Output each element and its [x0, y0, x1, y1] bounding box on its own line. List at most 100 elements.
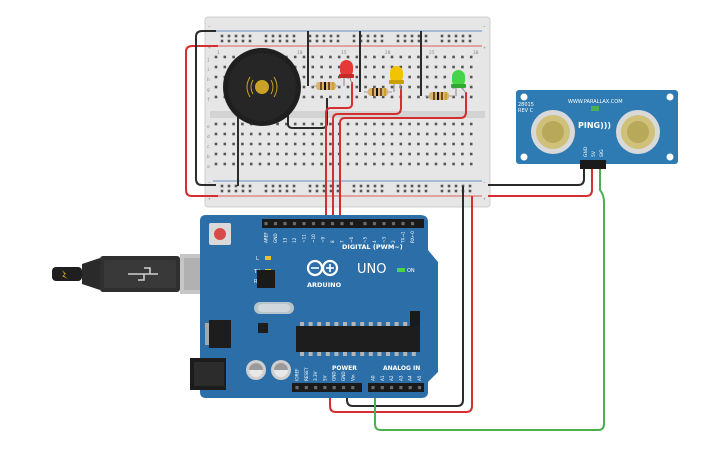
rail-hole: [278, 34, 282, 38]
breadboard-hole: [417, 65, 420, 69]
usb-chip: [257, 270, 275, 288]
breadboard-hole: [452, 142, 455, 146]
wire-black-gnd[interactable]: [346, 186, 464, 407]
rail-hole: [454, 184, 458, 188]
breadboard-hole: [329, 162, 332, 166]
small-component: [258, 323, 268, 333]
breadboard-hole: [311, 85, 315, 89]
led-green[interactable]: [451, 70, 467, 96]
breadboard-hole: [267, 152, 271, 156]
breadboard-hole: [417, 132, 420, 136]
top-rail-plus-label-right: +: [483, 46, 486, 51]
breadboard-hole: [408, 142, 411, 146]
breadboard-hole: [223, 65, 227, 69]
wire-red-sensor-5v[interactable]: [488, 165, 593, 197]
wire-green-sensor-signal[interactable]: [374, 165, 605, 431]
chip-pin: [300, 322, 304, 326]
breadboard-hole: [258, 162, 262, 166]
digital-pin-label: ~10: [311, 234, 316, 243]
breadboard-hole: [214, 75, 218, 79]
analog-header[interactable]: [368, 383, 424, 392]
wire-red-led2-signal[interactable]: [332, 88, 402, 226]
chip-pin: [300, 352, 304, 356]
digital-pin-label: 8: [330, 240, 335, 243]
breadboard-hole: [267, 132, 271, 136]
power-header[interactable]: [292, 383, 362, 392]
breadboard-hole: [443, 152, 447, 156]
breadboard-hole: [214, 152, 218, 156]
sensor-pin-header[interactable]: [580, 160, 606, 169]
digital-pin-hole: [321, 222, 325, 226]
ping-ultrasonic-sensor[interactable]: 28015 REV C WWW.PARALLAX.COM PING))) GND…: [516, 90, 678, 169]
rail-hole: [403, 189, 407, 193]
breadboard-hole: [381, 65, 385, 69]
breadboard-hole: [293, 162, 297, 166]
wire-red-5v[interactable]: [329, 196, 473, 413]
rail-hole: [396, 39, 400, 43]
led-yellow[interactable]: [389, 66, 404, 92]
breadboard-hole: [346, 132, 350, 136]
breadboard-hole: [443, 85, 447, 89]
rail-hole: [322, 184, 326, 188]
led-red[interactable]: [339, 60, 354, 86]
breadboard-hole: [452, 152, 455, 156]
chip-pin: [317, 322, 322, 326]
power-pin-hole: [314, 386, 318, 390]
breadboard-hole: [276, 162, 279, 166]
breadboard-hole: [434, 142, 438, 146]
mount-hole-icon: [520, 93, 528, 101]
icsp-header[interactable]: [410, 311, 420, 326]
breadboard-hole: [434, 122, 438, 126]
breadboard-hole: [232, 132, 235, 136]
breadboard-hole: [346, 122, 350, 126]
sensor-pin-sig: SIG: [599, 149, 605, 157]
rail-hole: [315, 189, 319, 193]
breadboard-hole: [302, 152, 306, 156]
usb-cable[interactable]: [52, 254, 214, 294]
breadboard-hole: [434, 162, 438, 166]
breadboard-hole: [364, 55, 367, 59]
piezo-buzzer[interactable]: [223, 48, 301, 126]
breadboard-hole: [355, 132, 359, 136]
wire-red-left-rail[interactable]: [185, 45, 218, 197]
breadboard-hole: [452, 132, 455, 136]
sensor-part-number: 28015: [518, 102, 534, 108]
chip-pins: [300, 322, 416, 356]
mount-hole-icon: [520, 153, 528, 161]
analog-pin-label: A2: [389, 375, 394, 381]
row-letter: a: [207, 165, 210, 170]
digital-pin-hole: [401, 222, 405, 226]
wire-black-left-rail[interactable]: [195, 30, 216, 186]
rail-hole: [329, 34, 333, 38]
rail-hole: [417, 189, 421, 193]
resistor-2[interactable]: [364, 88, 392, 96]
resistor-1[interactable]: [312, 82, 340, 90]
column-number: 25: [429, 50, 435, 56]
breadboard-hole: [461, 152, 464, 156]
breadboard-hole: [452, 95, 455, 99]
rail-hole: [220, 34, 224, 38]
breadboard-hole: [373, 65, 376, 69]
digital-pin-hole: [302, 222, 306, 226]
breadboard-hole: [329, 95, 332, 99]
breadboard-hole: [434, 75, 438, 79]
breadboard-hole: [276, 142, 279, 146]
row-letter: d: [207, 134, 210, 140]
breadboard-hole: [311, 142, 315, 146]
wire-red-led3-signal[interactable]: [339, 92, 467, 226]
chip-pin: [386, 352, 390, 356]
breadboard-hole: [452, 162, 455, 166]
rail-hole: [241, 34, 245, 38]
wire-red-led1-signal[interactable]: [325, 82, 353, 226]
resistor-3[interactable]: [425, 92, 453, 100]
sensor-url: WWW.PARALLAX.COM: [568, 99, 623, 105]
breadboard-hole: [373, 152, 376, 156]
breadboard-hole: [276, 132, 279, 136]
top-rail-holes: [220, 34, 472, 43]
breadboard-hole: [285, 132, 288, 136]
breadboard-hole: [443, 75, 447, 79]
breadboard-hole: [469, 95, 473, 99]
breadboard-hole: [355, 122, 359, 126]
wire-black-sensor-gnd[interactable]: [488, 165, 585, 186]
